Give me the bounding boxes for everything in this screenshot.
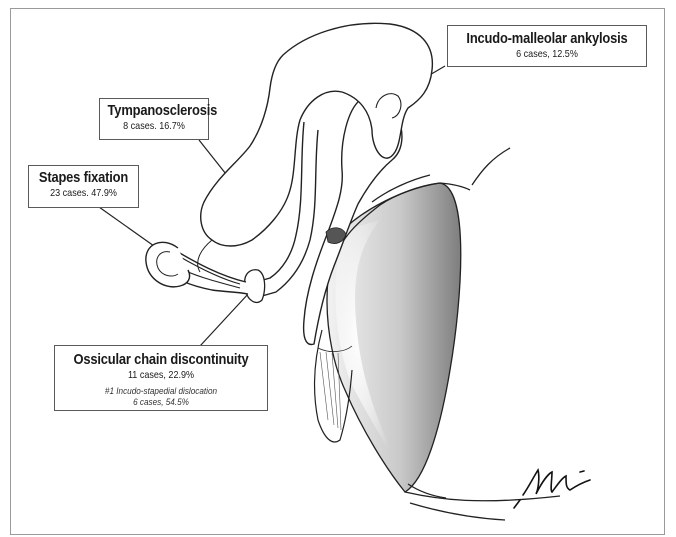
stapes-fixation-title: Stapes fixation <box>37 169 131 186</box>
leader-ossicular-chain <box>200 293 249 346</box>
ossicular-chain-title: Ossicular chain discontinuity <box>70 351 252 368</box>
stapes-fixation-stats: 23 cases. 47.9% <box>37 187 131 199</box>
label-ossicular-chain: Ossicular chain discontinuity 11 cases, … <box>54 345 268 411</box>
ossicular-chain-note-line2: 6 cases, 54.5% <box>70 397 252 408</box>
label-incudo-malleolar: Incudo-malleolar ankylosis 6 cases, 12.5… <box>447 25 647 67</box>
tympanosclerosis-stats: 8 cases. 16.7% <box>108 120 201 132</box>
artist-signature <box>514 470 590 508</box>
incudo-malleolar-title: Incudo-malleolar ankylosis <box>462 30 632 47</box>
incudo-malleolar-stats: 6 cases, 12.5% <box>462 48 632 60</box>
ossicular-chain-stats: 11 cases, 22.9% <box>70 369 252 381</box>
label-tympanosclerosis: Tympanosclerosis 8 cases. 16.7% <box>99 98 209 140</box>
ossicular-chain-note-line1: #1 Incudo-stapedial dislocation <box>70 386 252 397</box>
stapes-footplate <box>146 242 190 287</box>
tympanosclerosis-title: Tympanosclerosis <box>108 102 201 119</box>
label-stapes-fixation: Stapes fixation 23 cases. 47.9% <box>28 165 139 208</box>
